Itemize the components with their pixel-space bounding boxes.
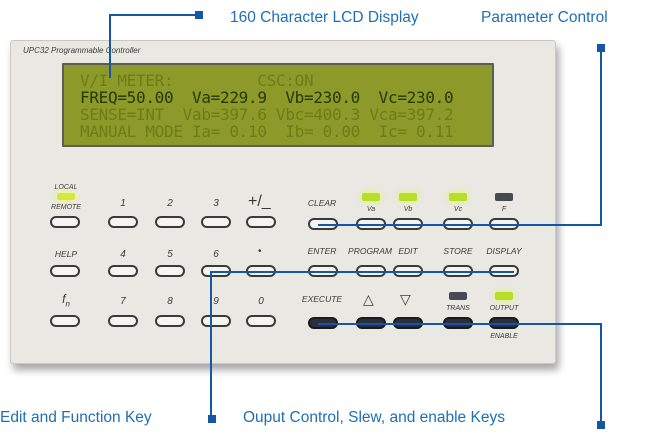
vb-label: Vb [403,206,413,213]
clear-label: CLEAR [307,198,337,208]
local-led [57,193,75,200]
digit-0-button[interactable] [246,315,276,327]
leader-output-h [318,323,602,325]
up-arrow-icon: △ [363,291,374,307]
enable-label: ENABLE [490,333,518,340]
digit-7-label: 7 [120,296,126,307]
fn-label: fn [41,292,91,308]
fn-button[interactable] [50,315,80,327]
fn-label-sub: n [65,299,70,309]
lcd-line-4: MANUAL MODE Ia= 0.10 Ib= 0.00 Ic= 0.11 [80,122,454,141]
digit-4-button[interactable] [108,265,138,277]
enter-label: ENTER [307,246,337,256]
callout-parameter-control: Parameter Control [481,9,608,26]
digit-2-button[interactable] [155,216,185,228]
plus-minus-label: +/_ [248,193,271,210]
callout-marker-edit [208,415,216,423]
f-label: F [501,206,507,213]
va-label: Va [366,206,376,213]
lcd-display: V/I METER: CSC:ON FREQ=50.00 Va=229.9 Vb… [62,63,494,147]
vc-label: Vc [453,206,463,213]
digit-9-button[interactable] [201,315,231,327]
dot-label: • [258,246,262,257]
output-led [495,292,513,300]
digit-1-label: 1 [120,198,126,209]
down-arrow-icon: ▽ [400,291,411,307]
leader-param-h [318,224,602,226]
local-remote-button[interactable] [50,216,80,228]
digit-0-label: 0 [258,296,264,307]
lcd-line-2: FREQ=50.00 Va=229.9 Vb=230.0 Vc=230.0 [80,88,454,107]
program-label: PROGRAM [348,246,392,256]
plus-minus-button[interactable] [246,216,276,228]
lcd-line-3: SENSE=INT Vab=397.6 Vbc=400.3 Vca=397.2 [80,105,454,124]
vb-led [399,193,417,201]
leader-output-v [600,323,602,423]
leader-lcd-h [110,14,198,16]
trans-label: TRANS [446,305,470,312]
callout-marker-param [597,44,605,52]
display-label: DISPLAY [486,246,522,256]
va-led [362,193,380,201]
help-button[interactable] [50,265,80,277]
trans-led [449,292,467,300]
digit-7-button[interactable] [108,315,138,327]
leader-lcd-v [109,14,111,78]
digit-4-label: 4 [120,249,126,260]
callout-lcd-display: 160 Character LCD Display [230,9,419,26]
leader-edit-v [210,271,212,417]
help-label: HELP [54,249,78,259]
remote-label: REMOTE [51,204,81,211]
digit-3-button[interactable] [201,216,231,228]
vc-led [449,193,467,201]
execute-label: EXECUTE [301,294,343,304]
callout-output-control: Ouput Control, Slew, and enable Keys [243,409,505,426]
output-label: OUTPUT [489,305,519,312]
model-label: UPC32 Programmable Controller [23,46,141,55]
lcd-line-1: V/I METER: CSC:ON [80,71,314,90]
digit-1-button[interactable] [108,216,138,228]
digit-5-label: 5 [167,249,173,260]
f-led [495,193,513,201]
leader-edit-h [210,271,514,273]
digit-8-button[interactable] [155,315,185,327]
edit-label: EDIT [398,246,418,256]
digit-8-label: 8 [167,296,173,307]
digit-9-label: 9 [213,296,219,307]
digit-6-label: 6 [213,249,219,260]
digit-3-label: 3 [213,198,219,209]
callout-marker-output [597,421,605,429]
fn-label-main: f [62,292,66,306]
digit-2-label: 2 [167,198,173,209]
callout-edit-function: Edit and Function Key [0,409,152,426]
digit-5-button[interactable] [155,265,185,277]
callout-marker-lcd [195,11,203,19]
leader-param-v [600,49,602,225]
local-label: LOCAL [54,184,78,191]
store-label: STORE [443,246,473,256]
